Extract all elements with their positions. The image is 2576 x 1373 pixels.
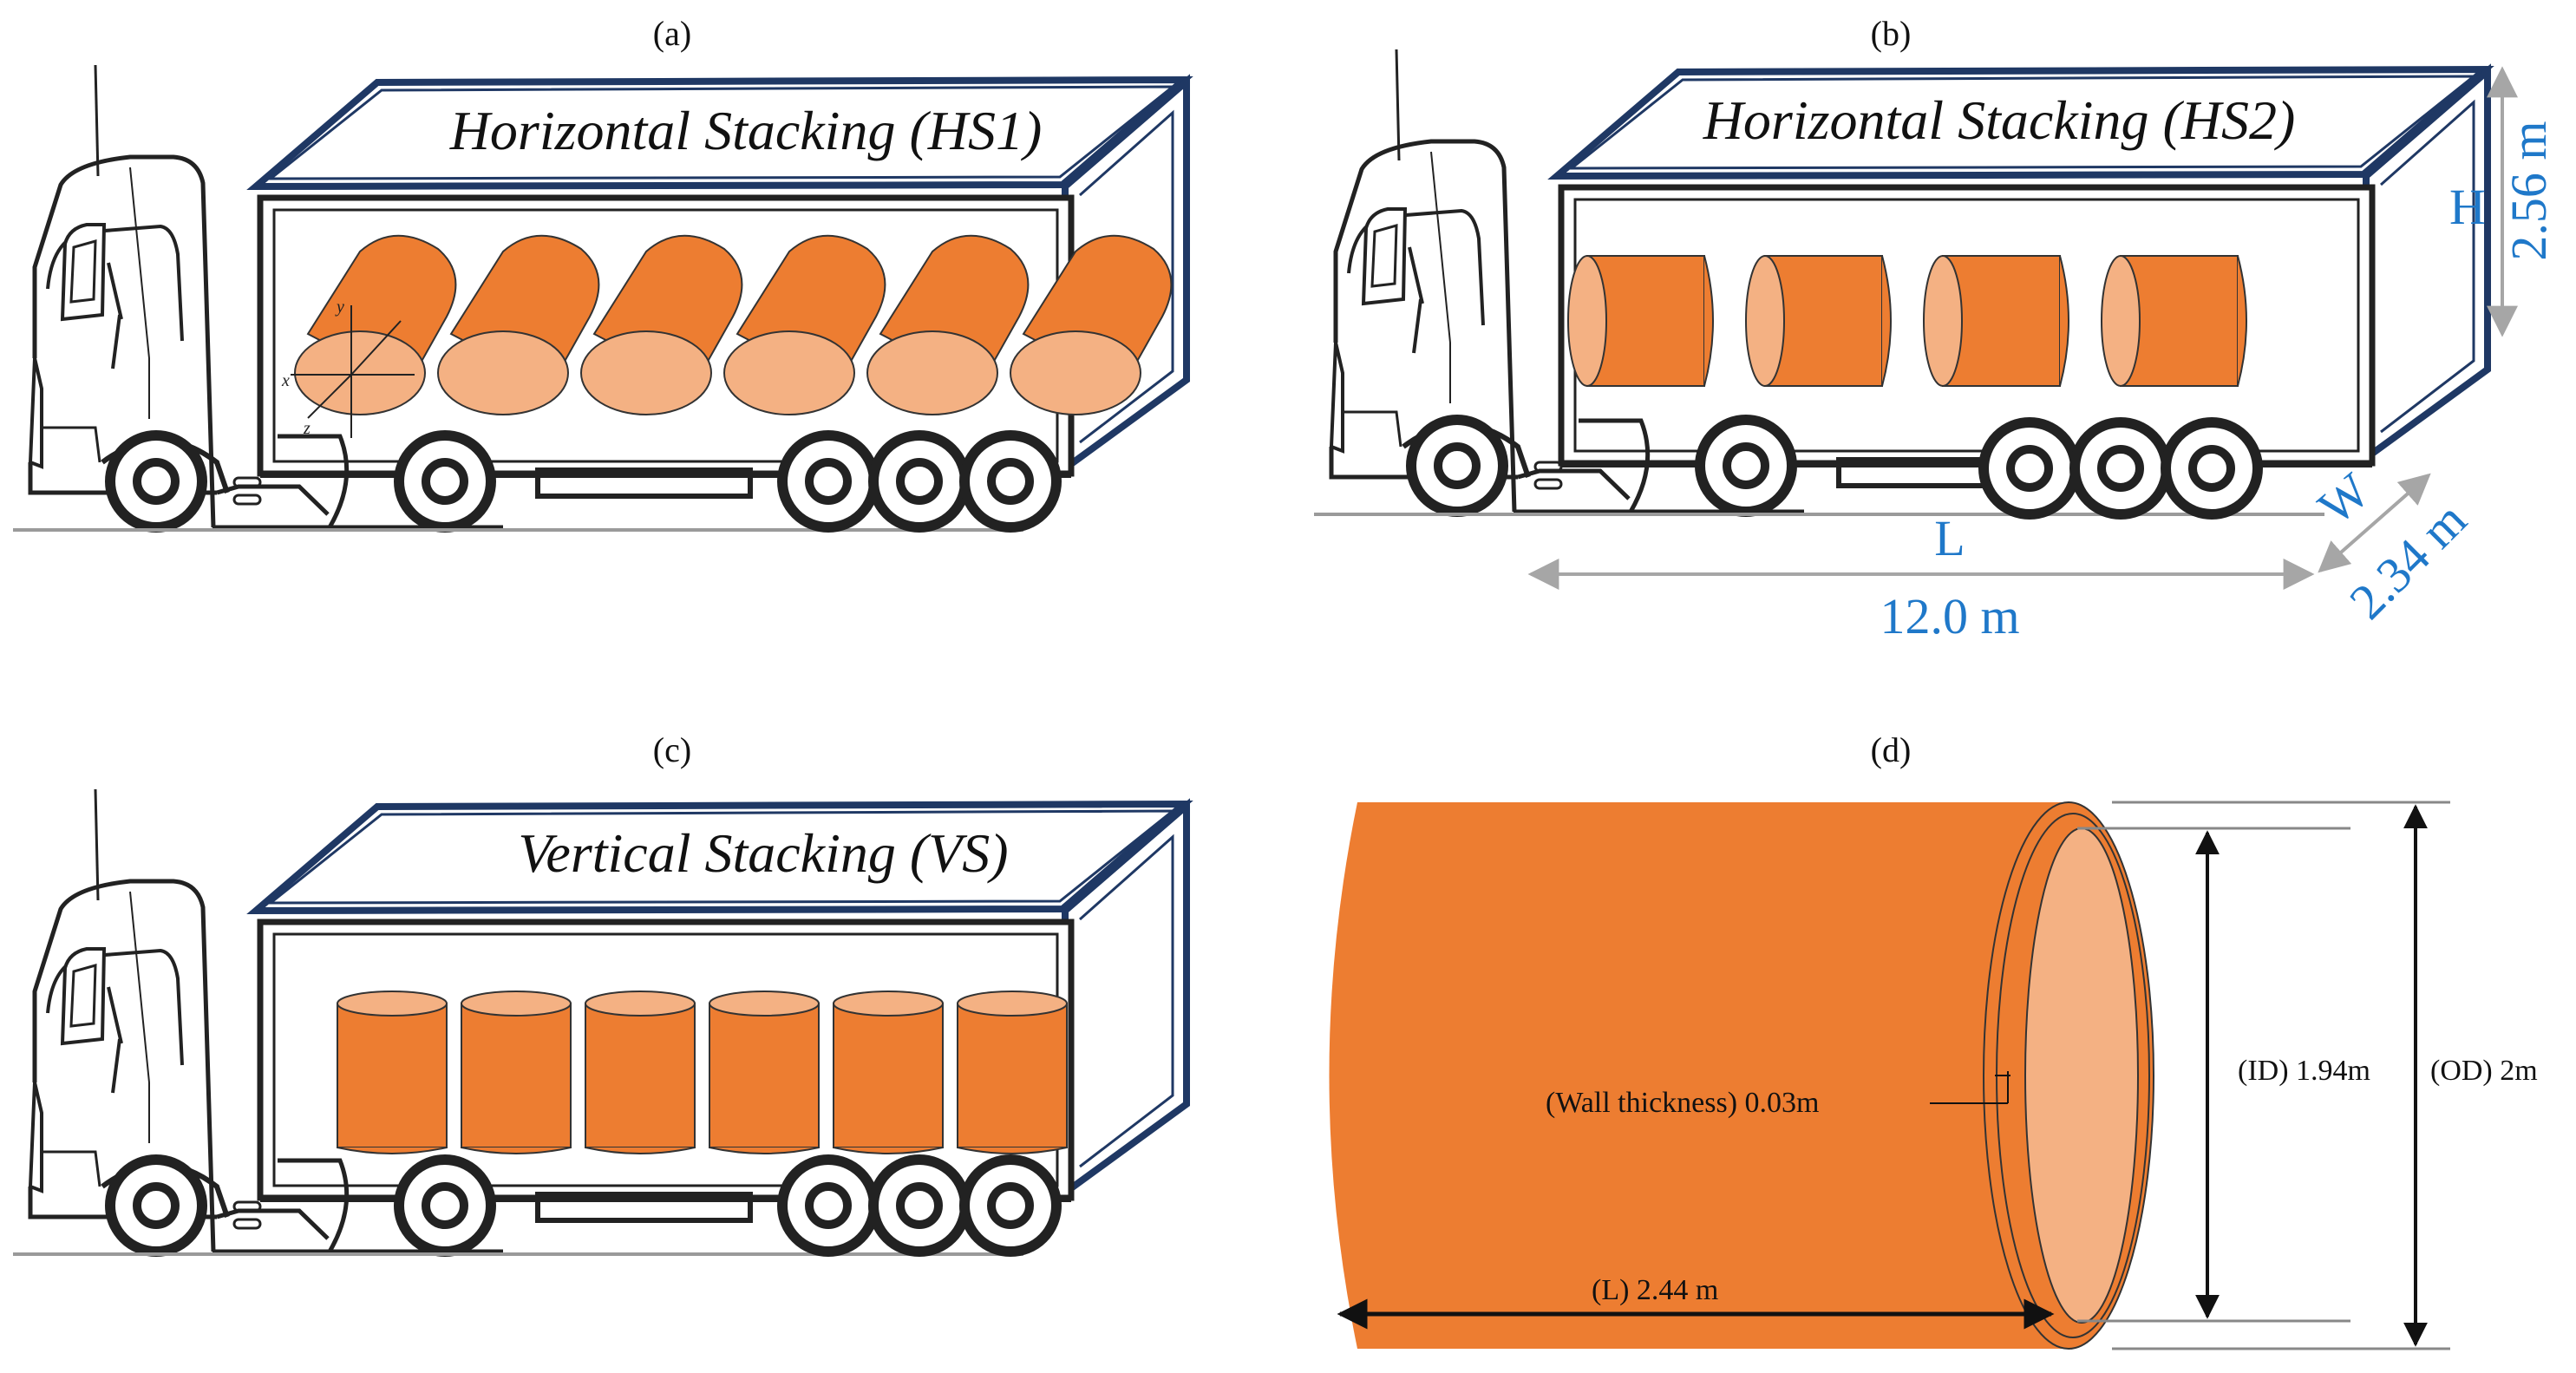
panel-c-title: Vertical Stacking (VS) [518, 822, 1008, 884]
width-symbol: W [2308, 461, 2381, 535]
pipe-vs-1 [337, 991, 448, 1154]
pipe-bore [2024, 827, 2139, 1324]
pipe-length-label: (L) 2.44 m [1592, 1274, 1718, 1306]
length-value: 12.0 m [1880, 588, 2019, 644]
container-dimensions: L 12.0 m W 2.34 m H 2.56 m [1527, 66, 2557, 644]
panel-c: (c) Vertical Stacking (VS) [13, 730, 1193, 1254]
pipe-vs-5 [833, 991, 944, 1154]
panel-a-title: Horizontal Stacking (HS1) [449, 100, 1043, 161]
panel-b-label: (b) [1871, 14, 1912, 53]
pipe-vs-3 [585, 991, 696, 1154]
pipe-detail [1329, 801, 2154, 1350]
pipe-hs2-4 [2101, 255, 2247, 387]
axis-x-label: x [281, 371, 290, 390]
axis-triad: y x z [281, 297, 415, 438]
panel-d-label: (d) [1871, 730, 1912, 769]
pipe-hs2-1 [1567, 255, 1714, 387]
axis-y-label: y [335, 297, 344, 317]
pipe-vs-4 [709, 991, 820, 1154]
panel-d: (d) (Wall thickness) 0.03m (ID) 1.94m (O… [1329, 730, 2573, 1350]
panel-b-title: Horizontal Stacking (HS2) [1703, 89, 2296, 151]
axis-z-label: z [303, 419, 311, 438]
outer-diameter-label: (OD) 2m [2430, 1055, 2538, 1087]
pipe-hs2-2 [1745, 255, 1892, 387]
pipe-vs-2 [461, 991, 572, 1154]
pipe-dimensions [1337, 801, 2450, 1350]
wall-thickness-label: (Wall thickness) 0.03m [1546, 1087, 1819, 1119]
height-symbol: H [2449, 179, 2486, 235]
height-value: 2.56 m [2501, 121, 2557, 260]
panel-c-label: (c) [653, 730, 691, 769]
width-dimension-line [2318, 473, 2431, 573]
length-symbol: L [1934, 510, 1965, 566]
pipe-dimension-labels: (Wall thickness) 0.03m (ID) 1.94m (OD) 2… [1527, 1048, 2573, 1310]
pipe-vs-6 [957, 991, 1068, 1154]
panel-a-label: (a) [653, 14, 691, 53]
panel-a: (a) Horizontal Stacking (HS1) y x z [13, 14, 1193, 530]
wall-thickness-leader [1930, 1071, 2009, 1104]
pipe-hs2-3 [1923, 255, 2069, 387]
inner-diameter-label: (ID) 1.94m [2238, 1055, 2370, 1087]
panel-b: (b) Horizontal Stacking (HS2) L 12.0 m W… [1314, 14, 2557, 644]
